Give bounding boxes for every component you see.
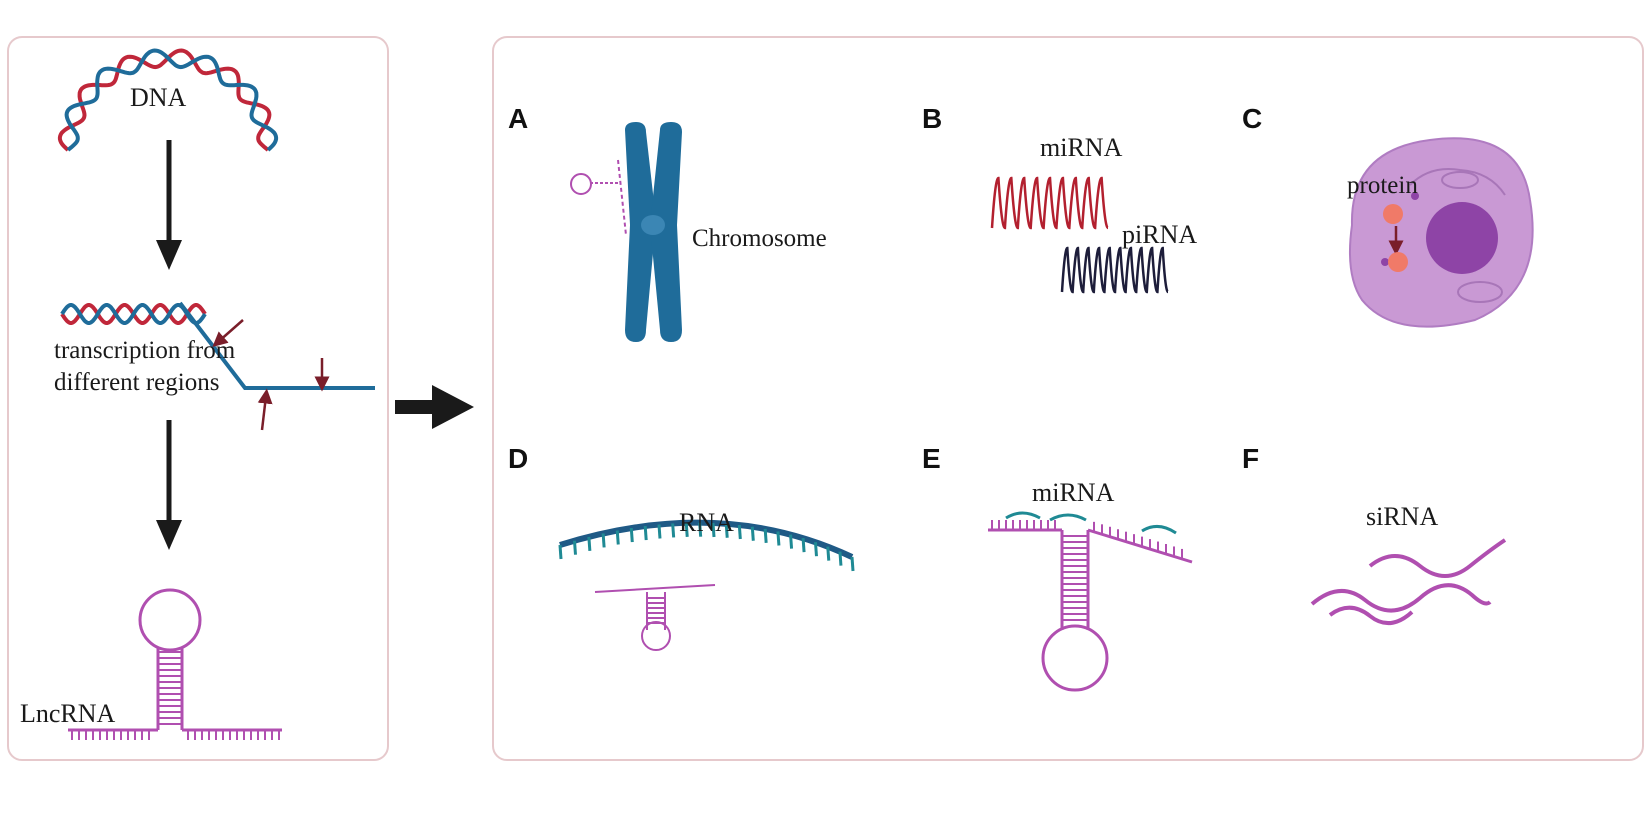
e-lncrna-sponge bbox=[988, 520, 1193, 692]
dna-label: DNA bbox=[130, 83, 187, 112]
panel-transition-arrow bbox=[395, 385, 474, 429]
transcription-helix bbox=[60, 301, 375, 390]
cell-icon bbox=[1349, 137, 1534, 328]
sirna-strands bbox=[1310, 538, 1507, 625]
dna-helix bbox=[57, 48, 279, 152]
chromosome-label: Chromosome bbox=[692, 225, 827, 252]
panel-letter-e: E bbox=[922, 443, 941, 474]
protein-label: protein bbox=[1347, 172, 1418, 199]
panel-letter-f: F bbox=[1242, 443, 1259, 474]
e-mirna-strands bbox=[1005, 511, 1177, 535]
down-arrow-1 bbox=[156, 140, 182, 270]
down-arrow-2 bbox=[156, 420, 182, 550]
protein-icon bbox=[1383, 204, 1408, 272]
panel-letter-d: D bbox=[508, 443, 528, 474]
panel-letter-b: B bbox=[922, 103, 942, 134]
panel-letter-c: C bbox=[1242, 103, 1262, 134]
transcription-label-line2: different regions bbox=[54, 369, 219, 396]
e-mirna-label: miRNA bbox=[1032, 478, 1115, 507]
mirna-strand bbox=[990, 176, 1110, 230]
chromosome-icon bbox=[570, 122, 682, 342]
lncrna-hairpin bbox=[68, 588, 282, 740]
d-rna-label: RNA bbox=[679, 508, 734, 537]
panel-letter-a: A bbox=[508, 103, 528, 134]
b-mirna-label: miRNA bbox=[1040, 133, 1123, 162]
transcription-label-line1: transcription from bbox=[54, 337, 236, 364]
sirna-label: siRNA bbox=[1366, 502, 1438, 531]
pirna-strand bbox=[1060, 246, 1170, 294]
rna-bases bbox=[558, 522, 855, 572]
left-panel-frame bbox=[7, 36, 389, 761]
lncrna-label: LncRNA bbox=[20, 699, 116, 728]
d-lncrna-hairpin bbox=[594, 584, 716, 651]
b-pirna-label: piRNA bbox=[1122, 220, 1197, 249]
transcription-site-arrows bbox=[212, 319, 330, 431]
